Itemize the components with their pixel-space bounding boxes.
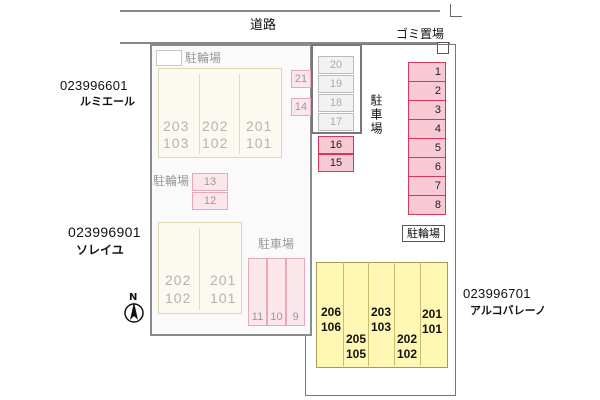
lumiere-code: 023996601 [60,78,128,93]
north-label: N [129,292,138,303]
parking-slot-6: 6 [408,157,446,177]
unit-202: 202 [396,332,418,346]
unit-103-l: 103 [163,135,190,151]
parking-highlight-frame [311,44,362,134]
unit-206: 206 [320,305,342,319]
parking-slot-10: 10 [267,258,286,326]
unit-201: 201 [421,307,443,321]
soleil-code: 023996901 [68,224,141,240]
parking-slot-21: 21 [291,70,311,88]
parking-slot-18: 18 [318,94,354,112]
arco-divider-2 [368,262,369,366]
soleil-divider [199,228,200,310]
bike-parking-badge: 駐輪場 [402,225,445,242]
bike-label-mid: 駐輪場 [153,174,190,188]
car-parking-label: 駐車場 [369,94,383,136]
bike-box-top [156,50,182,66]
unit-105: 105 [345,347,367,361]
parking-slot-2: 2 [408,81,446,101]
parking-slot-17: 17 [318,113,354,131]
road-label: 道路 [250,18,277,33]
lumiere-building [158,68,282,158]
car-parking-label-dim: 駐車場 [258,237,295,251]
unit-102-l: 102 [202,135,229,151]
arco-divider-3 [394,262,395,366]
parking-slot-5: 5 [408,138,446,158]
unit-202-s: 202 [165,272,192,288]
arcobaleno-name: アルコバレーノ [470,304,547,317]
parking-slot-15: 15 [318,154,354,172]
road-edge-bottom [120,42,450,44]
unit-101-s: 101 [210,290,237,306]
parking-slot-8: 8 [408,195,446,215]
north-arrow: N [121,292,155,328]
unit-106: 106 [320,320,342,334]
arco-divider-1 [343,262,344,366]
parking-slot-9: 9 [286,258,305,326]
unit-202-l: 202 [202,118,229,134]
unit-101: 101 [421,322,443,336]
parking-slot-13: 13 [192,173,228,191]
parking-slot-16: 16 [318,136,354,154]
unit-205: 205 [345,332,367,346]
lumiere-divider-1 [199,74,200,154]
arco-divider-4 [420,262,421,366]
unit-201-s: 201 [210,272,237,288]
unit-102-s: 102 [165,290,192,306]
parking-slot-20: 20 [318,56,354,74]
corner-line-h [450,16,462,17]
parking-slot-1: 1 [408,62,446,82]
parking-slot-19: 19 [318,75,354,93]
lumiere-divider-2 [239,74,240,154]
north-arrow-icon [124,302,144,323]
arcobaleno-building [316,262,448,368]
parking-slot-11: 11 [248,258,267,326]
trash-label: ゴミ置場 [396,27,445,41]
parking-slot-4: 4 [408,119,446,139]
bike-label-top: 駐輪場 [185,51,222,65]
soleil-name: ソレイユ [76,243,124,257]
unit-201-l: 201 [246,118,273,134]
unit-101-l: 101 [246,135,273,151]
lumiere-name: ルミエール [80,95,135,108]
unit-103: 103 [370,320,392,334]
parking-slot-3: 3 [408,100,446,120]
parking-slot-14: 14 [291,98,311,116]
parking-slot-7: 7 [408,176,446,196]
trash-box [437,42,449,54]
unit-203-l: 203 [163,118,190,134]
unit-102: 102 [396,347,418,361]
unit-203: 203 [370,305,392,319]
soleil-building [158,222,242,314]
arcobaleno-code: 023996701 [463,286,531,301]
corner-line-v [450,4,451,16]
road-edge-top [120,10,440,12]
parking-slot-12: 12 [192,192,228,210]
